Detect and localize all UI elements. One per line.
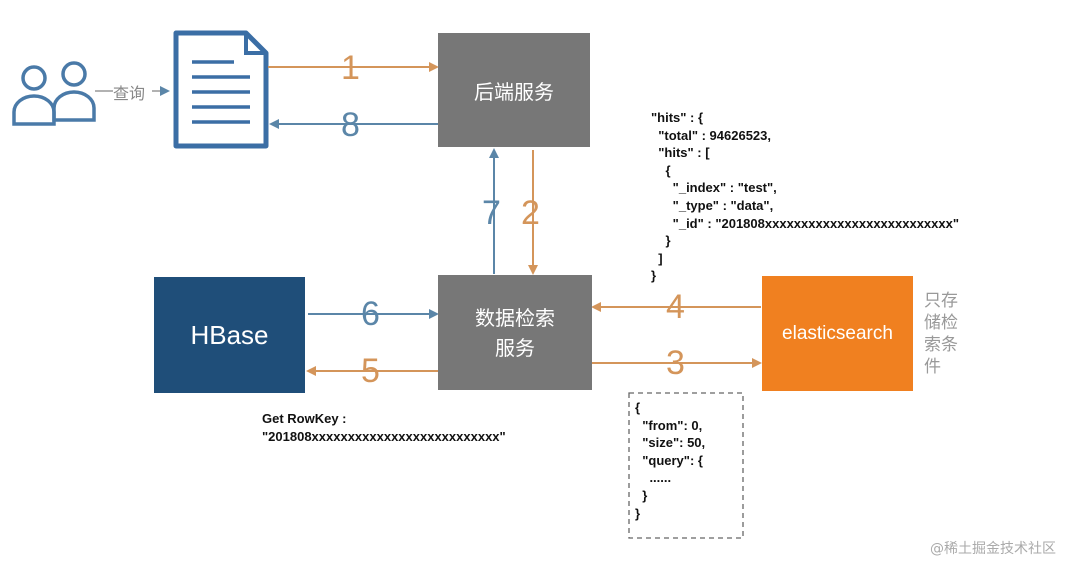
step-1-number: 1 [341,49,360,87]
step-8-number: 8 [341,106,360,144]
step-3-number: 3 [666,344,685,382]
elasticsearch-box: elasticsearch [762,276,913,391]
hits-response-json: "hits" : { "total" : 94626523, "hits" : … [651,110,960,284]
backend-service-box: 后端服务 [438,33,590,147]
elasticsearch-label: elasticsearch [782,322,893,344]
step-5-number: 5 [361,352,380,390]
users-icon [12,61,96,126]
watermark: @稀土掘金技术社区 [930,541,1056,557]
query-dashed-box [628,392,744,539]
rowkey-label: Get RowKey : "201808xxxxxxxxxxxxxxxxxxxx… [262,411,506,444]
es-note: 只存储检索条件 [924,291,958,377]
step-2-number: 2 [521,194,540,232]
search-service-box: 数据检索服务 [438,275,592,390]
step-7-number: 7 [482,194,501,232]
step-6-number: 6 [361,295,380,333]
query-label: 查询 [113,84,146,103]
search-service-label: 数据检索服务 [475,305,555,360]
step-4-number: 4 [666,288,685,326]
backend-service-label: 后端服务 [474,79,554,104]
hbase-box: HBase [154,277,305,393]
query-request-json: { "from": 0, "size": 50, "query": { ....… [635,400,706,521]
document-icon [173,30,269,149]
hbase-label: HBase [190,319,269,350]
